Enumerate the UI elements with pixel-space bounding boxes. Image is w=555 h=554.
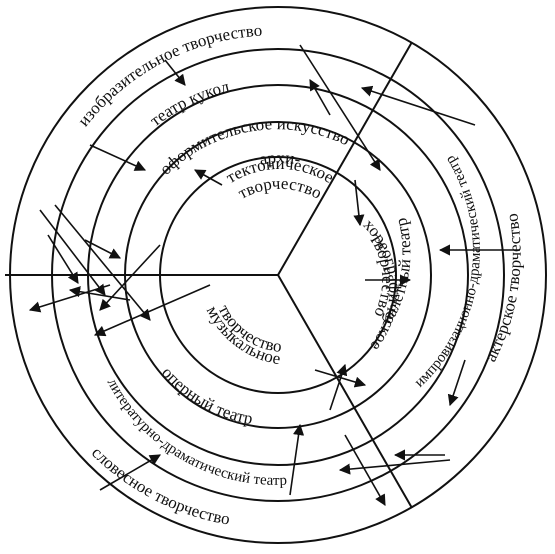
arrow	[84, 239, 121, 259]
arrow	[338, 459, 451, 475]
relation-arrows	[28, 44, 520, 506]
arrow	[344, 434, 386, 506]
arrow	[54, 204, 151, 321]
arrow	[99, 244, 161, 311]
arrow	[99, 454, 161, 491]
arrow	[289, 423, 305, 496]
arrow	[93, 284, 211, 337]
arrow	[47, 234, 79, 284]
arrow	[68, 286, 131, 301]
arrow	[353, 179, 365, 227]
arrow	[164, 59, 186, 86]
arrow	[89, 144, 147, 171]
arrow	[194, 169, 223, 186]
arrow	[329, 363, 348, 411]
arrow	[360, 85, 476, 126]
spoke-upper-right	[277, 41, 413, 276]
spoke-lower-right	[277, 274, 413, 509]
label-opera-theatre: оперный театр	[158, 363, 254, 428]
arrow	[447, 359, 466, 407]
label-architectonic-1: архи-	[258, 148, 302, 169]
arrow	[309, 79, 331, 116]
arrow	[28, 284, 111, 313]
arrow	[299, 44, 381, 171]
label-puppet-theatre: театр кукол	[146, 77, 231, 130]
arrow	[39, 209, 106, 296]
